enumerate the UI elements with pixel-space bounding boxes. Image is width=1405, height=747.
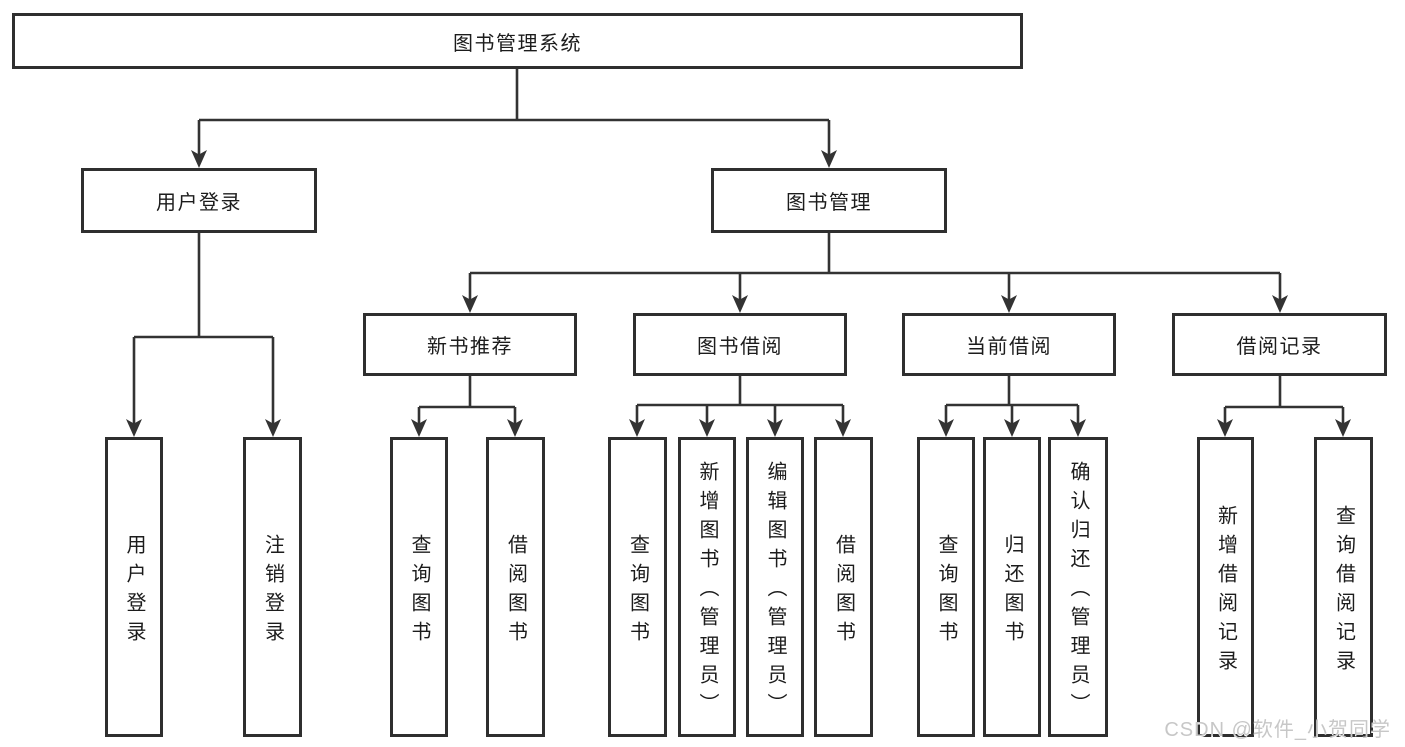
rail-borrow-records: [1225, 376, 1343, 409]
node-label: 借阅图书: [832, 533, 855, 650]
node-label: 归还图书: [1001, 533, 1023, 650]
leaf-records-query-record: 查询借阅记录: [1314, 437, 1373, 737]
rail-book-borrow: [637, 376, 843, 407]
node-user-login: 用户登录: [81, 168, 317, 233]
node-new-book-recommend: 新书推荐: [363, 313, 577, 376]
leaf-recommend-borrow-books: 借阅图书: [486, 437, 545, 737]
node-label: 新增图书（管理员）: [696, 461, 718, 722]
leaf-current-query-books: 查询图书: [917, 437, 975, 737]
node-book-management: 图书管理: [711, 168, 947, 233]
node-book-borrow: 图书借阅: [633, 313, 847, 376]
leaf-records-add-record: 新增借阅记录: [1197, 437, 1254, 737]
node-label: 确认归还（管理员）: [1067, 461, 1089, 722]
leaf-borrow-borrow-books: 借阅图书: [814, 437, 873, 737]
node-label: 用户登录: [123, 533, 145, 650]
node-label: 图书管理系统: [453, 32, 582, 55]
node-label: 借阅图书: [504, 533, 527, 650]
node-label: 借阅记录: [1236, 336, 1323, 358]
rail-book-management: [470, 233, 1280, 275]
leaf-borrow-edit-books-admin: 编辑图书（管理员）: [746, 437, 804, 737]
rail-new-book-recommend: [419, 376, 515, 409]
node-label: 新增借阅记录: [1214, 504, 1237, 679]
leaf-borrow-query-books: 查询图书: [608, 437, 667, 737]
rail-root: [199, 69, 829, 122]
rail-current-borrow: [946, 376, 1078, 407]
leaf-borrow-add-books-admin: 新增图书（管理员）: [678, 437, 736, 737]
node-library-system: 图书管理系统: [12, 13, 1023, 69]
watermark: CSDN @软件_小贺同学: [1164, 719, 1391, 741]
node-borrow-records: 借阅记录: [1172, 313, 1387, 376]
node-label: 查询借阅记录: [1332, 504, 1355, 679]
node-label: 用户登录: [156, 192, 242, 214]
node-label: 查询图书: [935, 533, 957, 650]
rail-user-login: [134, 233, 273, 339]
node-current-borrow: 当前借阅: [902, 313, 1116, 376]
node-label: 编辑图书（管理员）: [764, 461, 786, 722]
node-label: 查询图书: [626, 533, 649, 650]
leaf-user-login: 用户登录: [105, 437, 163, 737]
node-label: 注销登录: [261, 533, 284, 650]
node-label: 图书管理: [786, 192, 872, 214]
leaf-current-return-books: 归还图书: [983, 437, 1041, 737]
leaf-current-confirm-return-admin: 确认归还（管理员）: [1048, 437, 1108, 737]
node-label: 查询图书: [408, 533, 430, 650]
node-label: 图书借阅: [697, 336, 783, 358]
leaf-recommend-query-books: 查询图书: [390, 437, 448, 737]
node-label: 新书推荐: [427, 336, 513, 358]
leaf-logout: 注销登录: [243, 437, 302, 737]
node-label: 当前借阅: [966, 336, 1052, 358]
